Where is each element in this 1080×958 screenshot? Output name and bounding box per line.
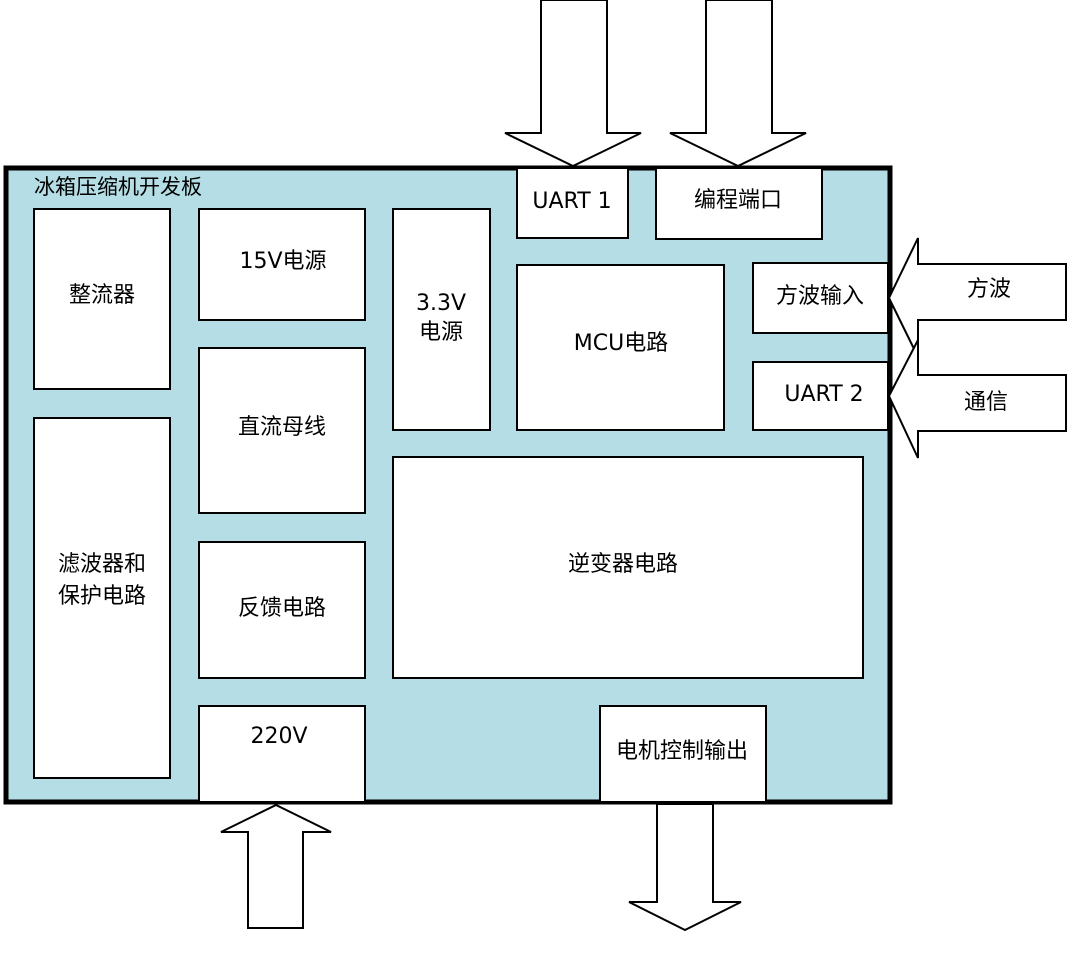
filter-protection-label-line1: 滤波器和 xyxy=(58,552,146,577)
dc-bus-label: 直流母线 xyxy=(238,415,326,440)
uart1-input-arrow xyxy=(504,0,642,168)
square-input-label: 方波输入 xyxy=(776,284,864,309)
filter-protection-label-line2: 保护电路 xyxy=(58,584,146,609)
rectifier-block xyxy=(33,208,171,390)
power-15v-label: 15V电源 xyxy=(239,249,326,274)
ac-220v-block xyxy=(198,705,366,803)
program-port-input-arrow xyxy=(669,0,807,168)
ac-220v-input-arrow xyxy=(220,803,332,929)
motor-output-block xyxy=(599,705,767,803)
inverter-label: 逆变器电路 xyxy=(568,552,678,577)
square-wave-label: 方波 xyxy=(967,277,1011,302)
mcu-label: MCU电路 xyxy=(574,331,668,356)
mcu-block xyxy=(516,264,725,431)
power-33v-label-line2: 电源 xyxy=(419,320,463,345)
power-33v-block xyxy=(392,208,491,431)
board-title: 冰箱压缩机开发板 xyxy=(34,175,202,199)
filter-protection-block xyxy=(33,417,171,779)
communication-input-arrow xyxy=(887,339,1067,459)
motor-output-arrow xyxy=(628,803,742,932)
uart1-label: UART 1 xyxy=(532,189,611,214)
dc-bus-block xyxy=(198,347,366,514)
rectifier-label: 整流器 xyxy=(69,283,135,308)
uart2-block xyxy=(752,361,889,431)
uart2-label: UART 2 xyxy=(784,382,863,407)
motor-output-label: 电机控制输出 xyxy=(616,739,748,764)
program-port-block xyxy=(655,167,823,240)
square-wave-input-arrow xyxy=(887,237,1067,358)
communication-label: 通信 xyxy=(964,390,1008,415)
power-33v-label-line1: 3.3V xyxy=(416,291,466,316)
program-port-label: 编程端口 xyxy=(694,188,782,213)
ac-220v-label: 220V xyxy=(250,724,307,749)
inverter-block xyxy=(392,456,864,679)
feedback-label: 反馈电路 xyxy=(238,596,326,621)
feedback-block xyxy=(198,541,366,679)
uart1-block xyxy=(516,167,629,239)
power-15v-block xyxy=(198,208,366,321)
